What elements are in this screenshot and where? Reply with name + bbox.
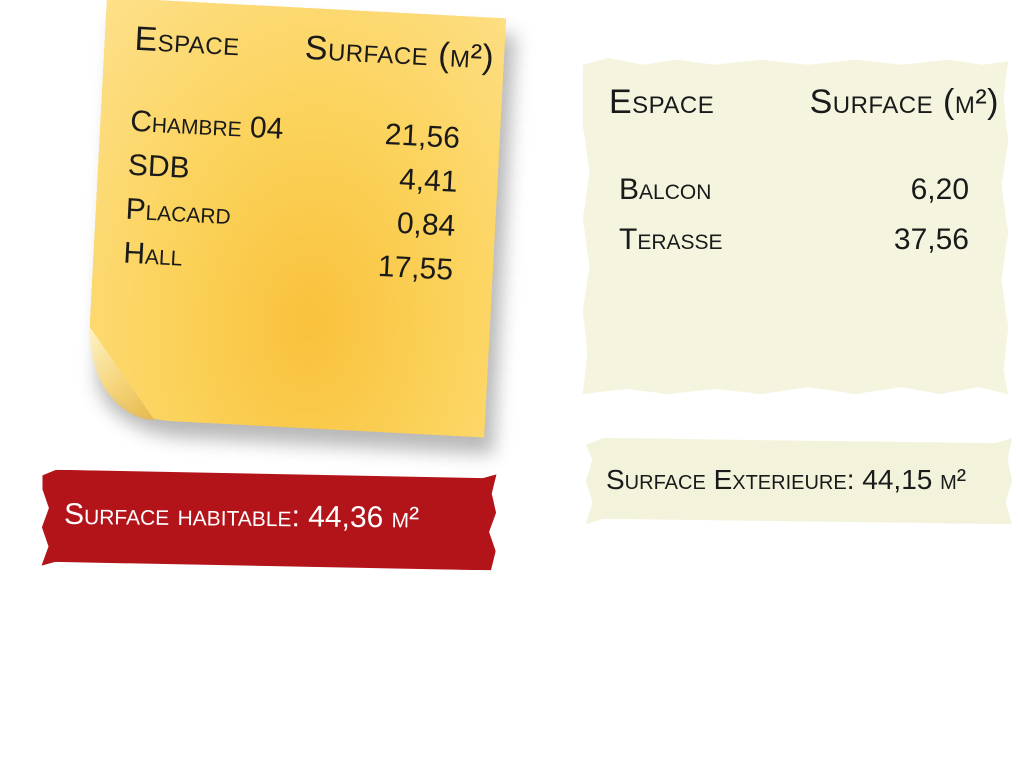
row-value: 21,56 [384, 118, 461, 156]
row-value: 0,84 [396, 207, 457, 244]
row-value: 17,55 [377, 250, 454, 288]
table-row: Balcon 6,20 [609, 165, 999, 215]
interior-table: Espace Surface (m²) Chambre 04 21,56 SDB… [122, 19, 496, 295]
interior-rows: Chambre 04 21,56 SDB 4,41 Placard 0,84 H… [122, 100, 491, 295]
row-name: Hall [122, 236, 184, 273]
row-name: Terasse [619, 223, 723, 257]
header-area: Surface (m²) [304, 28, 496, 77]
row-value: 4,41 [398, 163, 459, 200]
habitable-area-label: Surface habitable: 44,36 m² [63, 497, 420, 535]
row-name: Placard [124, 193, 232, 232]
row-value: 37,56 [893, 223, 969, 257]
table-row: Terasse 37,56 [609, 215, 999, 265]
interior-sticky-note: Espace Surface (m²) Chambre 04 21,56 SDB… [84, 0, 526, 459]
habitable-area-tape: Surface habitable: 44,36 m² [42, 470, 497, 571]
row-name: Balcon [619, 173, 712, 207]
header-space: Espace [609, 83, 715, 121]
exterior-rows: Balcon 6,20 Terasse 37,56 [609, 165, 999, 265]
row-name: SDB [127, 149, 191, 186]
exterior-area-label: Surface Exterieure: 44,15 m² [606, 464, 967, 495]
exterior-area-tape: Surface Exterieure: 44,15 m² [586, 438, 1012, 524]
row-value: 6,20 [910, 173, 969, 207]
exterior-table: Espace Surface (m²) Balcon 6,20 Terasse … [609, 83, 999, 265]
exterior-table-header: Espace Surface (m²) [609, 83, 999, 121]
exterior-paper-note: Espace Surface (m²) Balcon 6,20 Terasse … [583, 58, 1008, 394]
header-space: Espace [133, 19, 241, 64]
header-area: Surface (m²) [809, 83, 999, 121]
